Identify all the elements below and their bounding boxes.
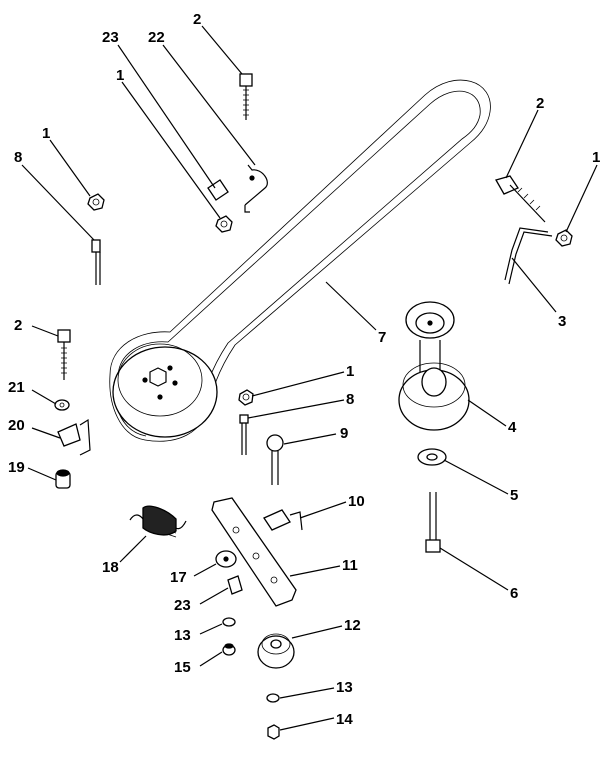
callout-3: 3 <box>558 313 566 330</box>
callout-8-left: 8 <box>14 149 22 166</box>
ball-stud <box>266 434 284 485</box>
spacer-left <box>55 469 71 489</box>
callout-14: 14 <box>336 711 353 728</box>
callout-21: 21 <box>8 379 25 396</box>
callout-1-left: 1 <box>42 125 50 142</box>
idler-rod <box>504 227 553 285</box>
callout-1-top: 1 <box>116 67 124 84</box>
belt-guide-clip <box>244 164 268 213</box>
bolt-right <box>495 175 546 223</box>
callout-9: 9 <box>340 425 348 442</box>
idler-small <box>215 550 237 568</box>
callout-20: 20 <box>8 417 25 434</box>
bracket-23 <box>227 575 243 595</box>
idler-pulley-12 <box>257 633 295 669</box>
leader-lines <box>21 25 598 731</box>
callout-12: 12 <box>344 617 361 634</box>
callout-13-bottom: 13 <box>336 679 353 696</box>
callout-13-top: 13 <box>174 627 191 644</box>
callout-19: 19 <box>8 459 25 476</box>
callout-11: 11 <box>342 557 358 574</box>
callout-4: 4 <box>508 419 517 436</box>
bolt-left <box>57 329 71 380</box>
stud-middle <box>239 414 249 455</box>
callout-2-left: 2 <box>14 317 22 334</box>
upper-pulley <box>405 301 455 380</box>
callout-2-top: 2 <box>193 11 201 28</box>
washer-13a <box>222 617 236 627</box>
nut-left <box>87 193 105 211</box>
spacer-15 <box>222 643 236 656</box>
callout-1-middle: 1 <box>346 363 354 380</box>
callout-6: 6 <box>510 585 518 602</box>
engine-pulley <box>112 343 218 438</box>
nut-middle <box>238 389 254 406</box>
bolt-long <box>425 492 441 553</box>
nut-14 <box>267 724 280 740</box>
callout-10: 10 <box>348 493 365 510</box>
callout-22: 22 <box>148 29 165 46</box>
callout-7: 7 <box>378 329 386 346</box>
callout-18: 18 <box>102 559 119 576</box>
bracket-10 <box>263 509 303 531</box>
callout-17: 17 <box>170 569 187 586</box>
nut-right <box>555 229 573 247</box>
idler-arm <box>211 497 297 607</box>
bolt-top <box>239 73 253 120</box>
washer-13b <box>266 693 280 703</box>
callout-23-top: 23 <box>102 29 119 46</box>
stud-left <box>91 239 101 285</box>
callout-15: 15 <box>174 659 191 676</box>
bracket-left <box>57 418 91 456</box>
lower-pulley <box>398 362 470 431</box>
callout-8-middle: 8 <box>346 391 354 408</box>
callout-numbers: 2 23 22 1 1 8 2 1 3 7 2 21 20 19 1 8 9 4… <box>8 11 600 728</box>
nut-top <box>215 215 233 233</box>
callout-2-right: 2 <box>536 95 544 112</box>
washer-left <box>54 399 70 411</box>
washer-right <box>417 448 447 466</box>
callout-23-bottom: 23 <box>174 597 191 614</box>
spring <box>129 505 187 538</box>
callout-1-right: 1 <box>592 149 600 166</box>
callout-5: 5 <box>510 487 518 504</box>
